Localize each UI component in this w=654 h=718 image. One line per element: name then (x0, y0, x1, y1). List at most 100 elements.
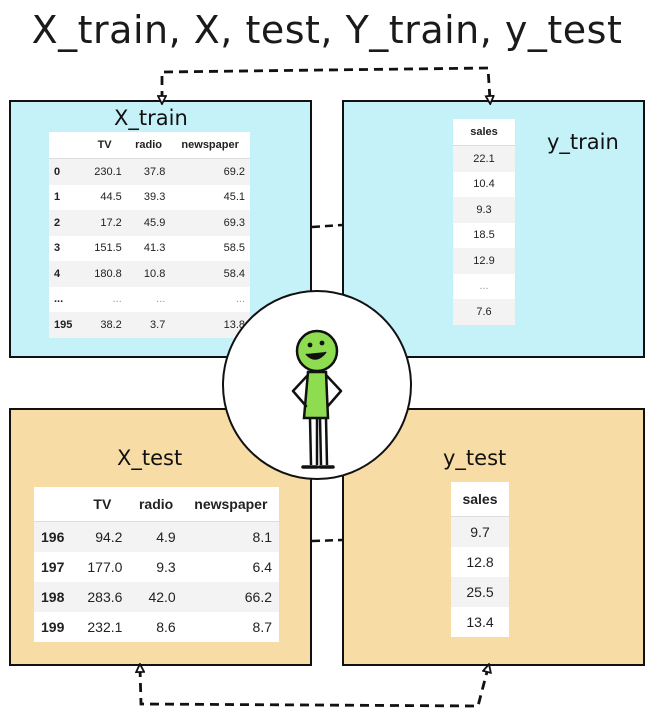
column-header: sales (453, 119, 515, 146)
table-cell: 177.0 (87, 559, 123, 575)
table-cell: 6.4 (252, 559, 272, 575)
table-cell: 17.2 (100, 216, 122, 229)
table-row: 9.3 (453, 197, 515, 223)
column-header: TV (82, 132, 127, 159)
column-header: newspaper (170, 132, 250, 159)
table-row: ............ (49, 286, 250, 312)
x-train-panel: X_train TV radio newspaper 0 230.1 37.8 69.… (9, 100, 312, 358)
row-index: 2 (54, 216, 61, 229)
row-index: 196 (41, 529, 65, 545)
table-row: 2 17.2 45.9 69.3 (49, 210, 250, 236)
dashed-connector (311, 538, 343, 543)
table-cell: 69.3 (223, 216, 245, 229)
row-index: 197 (41, 559, 65, 575)
table-row: 7.6 (453, 299, 515, 325)
table-cell: 22.1 (473, 152, 495, 165)
table-row: 9.7 (451, 516, 509, 547)
table-cell: 8.7 (252, 619, 272, 635)
table-cell: 8.1 (252, 529, 272, 545)
table-cell: 58.4 (223, 267, 245, 280)
table-cell: 13.4 (466, 614, 494, 630)
row-index: 198 (41, 589, 65, 605)
table-cell: 45.1 (223, 191, 245, 204)
column-header: TV (75, 487, 130, 522)
table-cell: ... (156, 293, 166, 306)
column-header: sales (451, 482, 509, 517)
table-row: 25.5 (451, 577, 509, 607)
table-row: 18.5 (453, 222, 515, 248)
table-cell: 9.7 (470, 524, 490, 540)
table-cell: 7.6 (476, 305, 492, 318)
dashed-connector (311, 223, 343, 229)
table-cell: 10.4 (473, 178, 495, 191)
table-cell: ... (112, 293, 122, 306)
row-index: 195 (54, 318, 73, 331)
table-cell: 39.3 (143, 191, 166, 204)
column-header (49, 132, 83, 159)
table-row: 199 232.1 8.6 8.7 (34, 612, 279, 642)
table-cell: 38.2 (100, 318, 122, 331)
column-header (34, 487, 76, 522)
table-cell: 18.5 (473, 229, 495, 242)
table-row: 12.8 (451, 547, 509, 577)
table-header-row: sales (451, 482, 509, 517)
table-cell: 41.3 (143, 242, 166, 255)
table-row: 10.4 (453, 171, 515, 197)
table-row: ... (453, 273, 515, 299)
table-cell: 94.2 (95, 529, 123, 545)
table-cell: 66.2 (244, 589, 272, 605)
table-cell: 283.6 (87, 589, 123, 605)
column-header: radio (126, 132, 171, 159)
table-cell: 58.5 (223, 242, 245, 255)
x-test-label: X_test (117, 446, 183, 470)
row-index: 1 (54, 191, 61, 204)
table-cell: 8.6 (156, 619, 176, 635)
row-index: ... (54, 293, 64, 306)
table-cell: 10.8 (143, 267, 166, 280)
table-row: 197 177.0 9.3 6.4 (34, 552, 279, 582)
y-test-table: sales 9.7 12.8 25.5 13.4 (451, 482, 509, 637)
table-cell: 44.5 (100, 191, 122, 204)
table-cell: 45.9 (143, 216, 166, 229)
table-cell: 180.8 (94, 267, 122, 280)
table-row: 196 94.2 4.9 8.1 (34, 521, 279, 552)
table-cell: 232.1 (87, 619, 123, 635)
table-header-row: TV radio newspaper (34, 487, 279, 522)
y-train-label: y_train (547, 130, 619, 154)
column-header: newspaper (182, 487, 279, 522)
table-cell: ... (235, 293, 245, 306)
table-row: 198 283.6 42.0 66.2 (34, 582, 279, 612)
x-test-table: TV radio newspaper 196 94.2 4.9 8.1 197 177.0… (34, 487, 279, 642)
table-cell: 42.0 (148, 589, 176, 605)
row-index: 3 (54, 242, 61, 255)
row-index: 0 (54, 165, 61, 178)
table-cell: 12.9 (473, 254, 495, 267)
table-row: 12.9 (453, 248, 515, 274)
table-cell: ... (479, 280, 489, 293)
page-title: X_train, X, test, Y_train, y_test (31, 8, 623, 52)
table-header-row: sales (453, 119, 515, 146)
table-cell: 3.7 (150, 318, 166, 331)
dashed-arrow-icon (140, 668, 488, 708)
table-cell: 25.5 (466, 584, 494, 600)
row-index: 199 (41, 619, 65, 635)
table-row: 13.4 (451, 607, 509, 637)
table-cell: 4.9 (156, 529, 176, 545)
y-train-table: sales 22.1 10.4 9.3 18.5 12.9... 7.6 (453, 119, 515, 325)
table-cell: 230.1 (94, 165, 122, 178)
table-cell: 9.3 (476, 203, 492, 216)
table-row: 1 44.5 39.3 45.1 (49, 184, 250, 210)
x-train-label: X_train (114, 106, 188, 130)
table-cell: 37.8 (143, 165, 166, 178)
y-test-label: y_test (443, 446, 507, 470)
table-cell: 9.3 (156, 559, 176, 575)
y-test-panel: y_test sales 9.7 12.8 25.5 13.4 (342, 408, 645, 666)
table-header-row: TV radio newspaper (49, 132, 250, 159)
